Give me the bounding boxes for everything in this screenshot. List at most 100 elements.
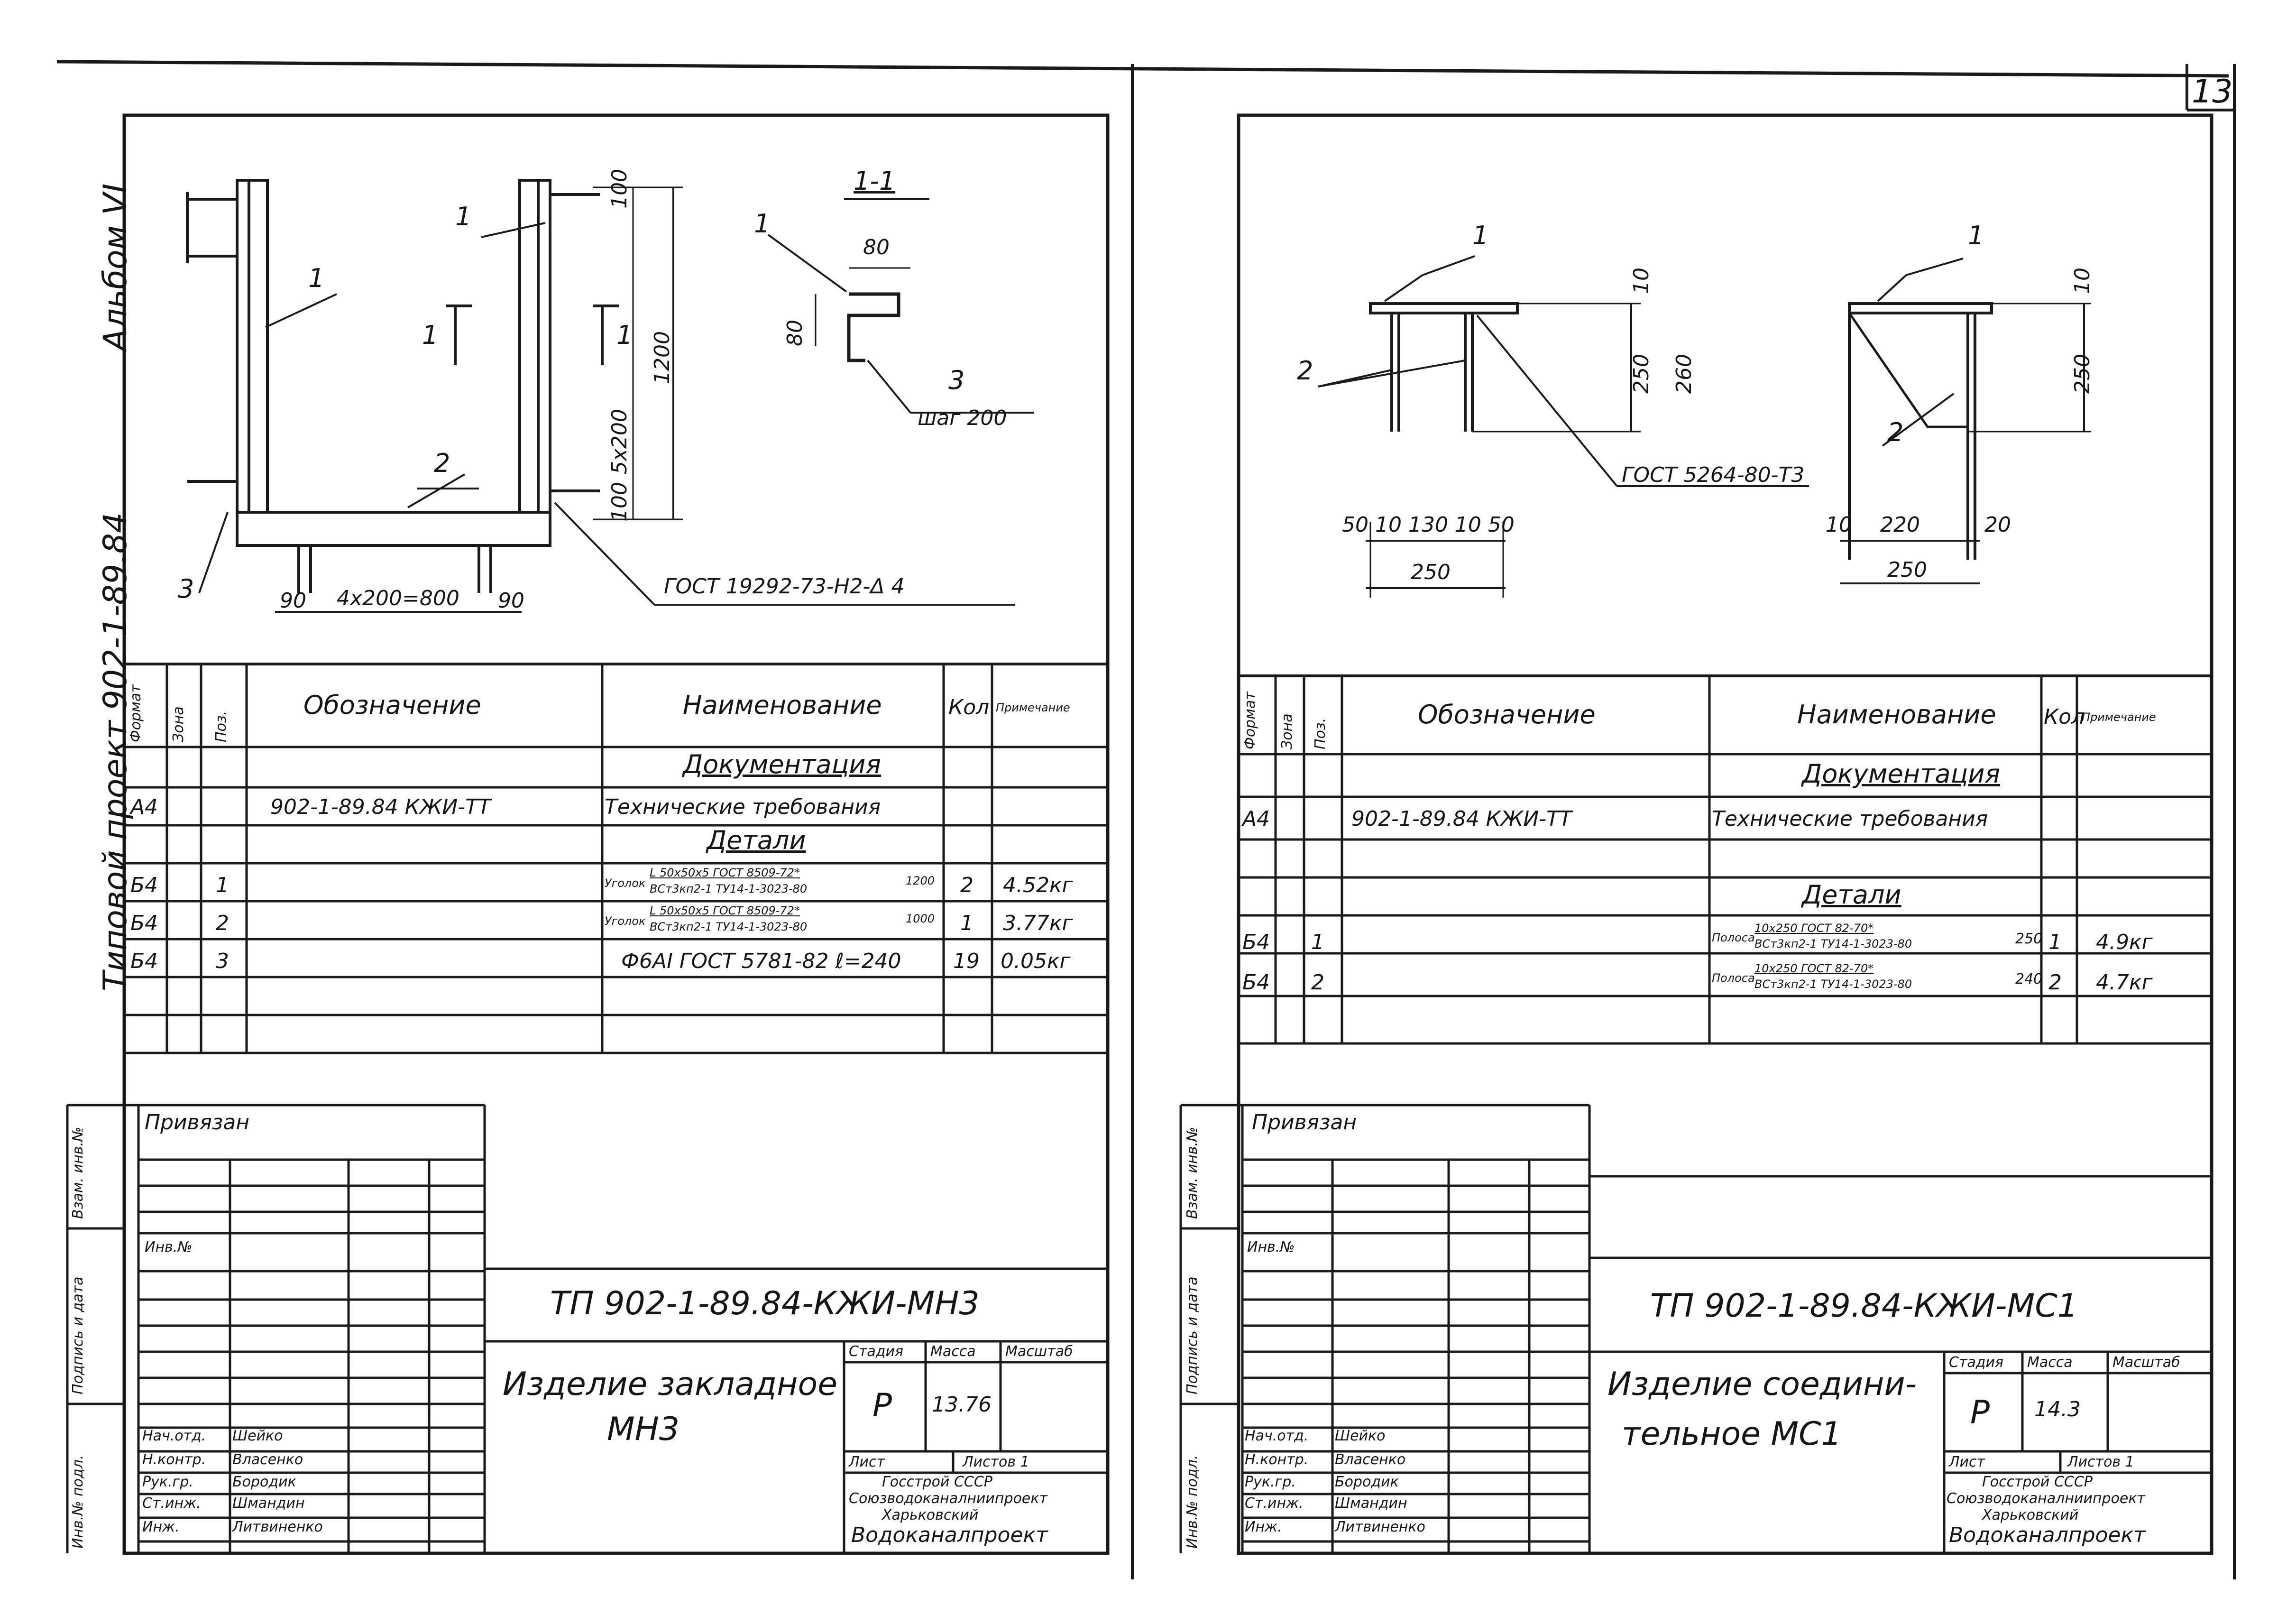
r-doc-format: А4 (1242, 807, 1270, 831)
r-row2-qty: 2 (2048, 970, 2062, 995)
r-leader-2b: 2 (1887, 417, 1904, 447)
r-section-parts: Детали (1802, 880, 1901, 910)
hdr-note: Примечание (996, 701, 1070, 714)
r-dim-10b: 10 (2070, 268, 2094, 294)
staff-name-2: Власенко (232, 1451, 303, 1468)
inv-no-label: Инв.№ (145, 1239, 193, 1255)
hdr-zone: Зона (170, 706, 187, 742)
r-row1-length: 250 (2015, 931, 2043, 947)
stamp-label-inv-no: Инв.№ подл. (70, 1455, 86, 1549)
album-label: Альбом VI (97, 183, 134, 351)
r-staff-name-2: Власенко (1335, 1451, 1406, 1468)
hdr-format: Формат (128, 684, 144, 742)
row3-name: Ф6АI ГОСТ 5781-82 ℓ=240 (621, 949, 901, 973)
row2-name-top: L 50х50х5 ГОСТ 8509-72* (650, 904, 800, 917)
staff-name-4: Шмандин (232, 1495, 305, 1512)
r-hdr-qty: Кол (2044, 705, 2085, 729)
r-weld-note: ГОСТ 5264-80-Т3 (1622, 463, 1805, 487)
r-staff-name-4: Шмандин (1335, 1495, 1407, 1512)
org1-right: Госстрой СССР (1982, 1474, 2093, 1490)
product-name-left-2: МН3 (607, 1411, 680, 1448)
hdr-qty: Кол (948, 695, 990, 720)
staff-role-3: Рук.гр. (142, 1474, 193, 1490)
org3-right: Харьковский (1982, 1507, 2079, 1523)
dim-80-side: 80 (783, 320, 807, 346)
staff-role-2: Н.контр. (142, 1451, 206, 1468)
row3-note: 0.05кг (1001, 949, 1071, 973)
product-name-left-1: Изделие закладное (503, 1366, 837, 1403)
r-doc-designation: 902-1-89.84 КЖИ-ТТ (1351, 807, 1572, 831)
sheet-label-left: Лист (849, 1454, 885, 1470)
row2-name-bottom: ВСт3кп2-1 ТУ14-1-3023-80 (650, 920, 808, 933)
mass-value-right: 14.3 (2034, 1397, 2081, 1421)
row1-name-top: L 50х50х5 ГОСТ 8509-72* (650, 866, 800, 879)
dim-5x200: 5х200 (607, 408, 632, 474)
r-dim-250b: 250 (2070, 354, 2094, 394)
section-title: 1-1 (854, 166, 896, 196)
weld-note-left: ГОСТ 19292-73-Н2-Δ 4 (664, 574, 905, 599)
dim-100-top: 100 (607, 169, 632, 209)
r-leader-2a: 2 (1297, 356, 1313, 386)
r-row1-qty: 1 (2048, 930, 2062, 954)
r-staff-name-3: Бородик (1335, 1474, 1399, 1490)
r-dim-10a: 10 (1629, 268, 1653, 294)
r-hdr-name: Наименование (1797, 700, 1996, 729)
r-staff-name-5: Литвиненко (1335, 1519, 1425, 1535)
r-dim-total-b: 250 (1887, 558, 1927, 582)
row2-note: 3.77кг (1003, 911, 1073, 935)
org4-left: Водоканалпроект (851, 1523, 1048, 1547)
r-row1-note: 4.9кг (2096, 930, 2153, 954)
stage-label-left: Стадия (849, 1343, 904, 1360)
section-parts: Детали (707, 825, 806, 855)
hdr-name: Наименование (683, 690, 882, 720)
row3-pos: 3 (216, 949, 229, 973)
r-hdr-zone: Зона (1279, 713, 1295, 749)
r-dims-bottom-a: 50 10 130 10 50 (1342, 513, 1515, 537)
row1-qty: 2 (960, 873, 974, 897)
r-hdr-designation: Обозначение (1418, 700, 1596, 729)
doc-code-right: ТП 902-1-89.84-КЖИ-МС1 (1650, 1287, 2078, 1325)
org3-left: Харьковский (882, 1507, 979, 1523)
hdr-pos: Поз. (213, 710, 230, 742)
stamp-label-signature-r: Подпись и дата (1184, 1276, 1201, 1395)
r-dim-10c: 10 (1826, 513, 1852, 537)
staff-name-1: Шейко (232, 1428, 283, 1444)
leader-2: 2 (434, 448, 450, 478)
scale-label-left: Масштаб (1005, 1343, 1073, 1360)
row1-pos: 1 (216, 873, 229, 897)
leader-1a: 1 (308, 263, 325, 293)
r-row2-name-top: 10х250 ГОСТ 82-70* (1754, 962, 1874, 975)
r-staff-role-2: Н.контр. (1245, 1451, 1309, 1468)
staff-role-1: Нач.отд. (142, 1428, 206, 1444)
row1-note: 4.52кг (1003, 873, 1073, 897)
dim-90-left: 90 (280, 589, 306, 613)
r-row2-name-bottom: ВСт3кп2-1 ТУ14-1-3023-80 (1754, 978, 1912, 991)
staff-name-5: Литвиненко (232, 1519, 323, 1535)
stamp-label-inv-no-r: Инв.№ подл. (1184, 1455, 1201, 1549)
r-row1-format: Б4 (1242, 930, 1270, 954)
sheets-label-left: Листов 1 (963, 1454, 1029, 1470)
r-staff-role-4: Ст.инж. (1245, 1495, 1304, 1512)
r-row2-format: Б4 (1242, 970, 1270, 995)
r-staff-name-1: Шейко (1335, 1428, 1386, 1444)
r-attached-label: Привязан (1252, 1110, 1357, 1135)
attached-label: Привязан (145, 1110, 250, 1135)
org2-right: Союзводоканалниипроект (1947, 1490, 2145, 1507)
row1-format: Б4 (130, 873, 158, 897)
r-section-documentation: Документация (1802, 759, 2000, 789)
row2-format: Б4 (130, 911, 158, 935)
row2-pos: 2 (216, 911, 229, 935)
r-inv-no-label: Инв.№ (1247, 1239, 1295, 1255)
staff-role-4: Ст.инж. (142, 1495, 201, 1512)
leader-1c: 1 (754, 209, 771, 239)
stamp-label-signature: Подпись и дата (70, 1276, 86, 1395)
stage-value-left: Р (872, 1387, 892, 1424)
row2-qty: 1 (960, 911, 974, 935)
scale-label-right: Масштаб (2112, 1354, 2180, 1371)
doc-name: Технические требования (605, 795, 881, 819)
step-label: шаг 200 (918, 406, 1007, 430)
stage-label-right: Стадия (1949, 1354, 2004, 1371)
row1-prefix: Уголок (605, 877, 646, 890)
section-marker-left: 1 (422, 320, 439, 350)
leader-3b: 3 (948, 365, 965, 395)
